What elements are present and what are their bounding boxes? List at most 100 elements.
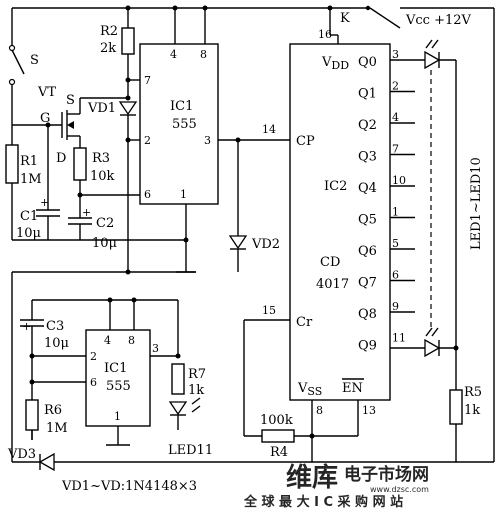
ic1b-pin3: 3 — [152, 342, 159, 355]
vt-source-label: S — [66, 93, 75, 108]
r7-value: 1k — [188, 383, 204, 398]
switch-s-label: S — [30, 53, 39, 68]
vd1-label: VD1 — [87, 101, 116, 116]
ic2-output-pin-q2: 4 — [392, 111, 399, 124]
r5-value: 1k — [464, 403, 480, 418]
ic2-cd4017 — [289, 35, 391, 401]
ic2-output-q4: Q4 — [358, 181, 377, 196]
switch-k-label: K — [340, 11, 350, 26]
ic1-pin8: 8 — [200, 48, 207, 61]
ic2-output-q0: Q0 — [358, 55, 377, 70]
c3-label: C3 — [46, 319, 64, 334]
ic1-type: 555 — [172, 117, 197, 132]
watermark-cn: 电子市场网 — [344, 464, 429, 485]
ic2-en: EN — [342, 381, 363, 396]
r4-label: R4 — [270, 445, 288, 460]
ic2-output-q9: Q9 — [358, 339, 377, 354]
ic2-part: CD — [320, 255, 340, 270]
ic2-cr: Cr — [296, 315, 313, 330]
diode-note: VD1~VD:1N4148×3 — [61, 479, 197, 494]
watermark-brand: 维库 — [286, 462, 338, 493]
ic2-output-pin-q0: 3 — [392, 48, 399, 61]
r2-value: 2k — [100, 41, 116, 56]
watermark-url: www.dzsc.com — [370, 485, 429, 494]
ic2-output-q5: Q5 — [358, 213, 377, 228]
c2-label: C2 — [96, 216, 114, 231]
r5-label: R5 — [464, 385, 482, 400]
watermark: 维库 电子市场网 www.dzsc.com 全 球 最 大 I C 采 购 网 … — [243, 462, 429, 510]
ic2-output-q2: Q2 — [358, 118, 377, 133]
vd3-label: VD3 — [7, 447, 36, 462]
supply-rail — [12, 5, 495, 462]
ic1-pin3: 3 — [204, 134, 211, 147]
ic2-pin8: 8 — [316, 404, 323, 417]
ic2-pin16: 16 — [318, 28, 332, 41]
c2-value: 10μ — [92, 236, 117, 251]
c1-plus: + — [40, 196, 49, 209]
led11-label: LED11 — [168, 443, 213, 458]
r3-c2-network — [68, 147, 140, 240]
c1-label: C1 — [20, 209, 38, 224]
led-range-label: LED1~LED10 — [469, 157, 484, 250]
ic2-output-pin-q3: 7 — [392, 143, 399, 156]
ic2-output-pin-q8: 9 — [392, 300, 399, 313]
c3-plus: + — [22, 320, 31, 333]
r2-label: R2 — [100, 24, 118, 39]
r7-label: R7 — [188, 367, 206, 382]
c2-plus: + — [82, 206, 91, 219]
ic1b-title: IC1 — [104, 361, 127, 376]
r1-value: 1M — [20, 172, 42, 187]
ic1-pin6: 6 — [144, 188, 151, 201]
ic1b-pin8: 8 — [128, 334, 135, 347]
c3-value: 10μ — [44, 336, 69, 351]
ic2-cp: CP — [296, 134, 315, 149]
switch-s — [8, 8, 62, 126]
ic2-vdd: VDD — [321, 55, 349, 72]
ic2-output-pin-q5: 1 — [392, 206, 399, 219]
ic2-output-pin-q6: 5 — [392, 237, 399, 250]
cp-link-vd2 — [228, 137, 290, 272]
ic1-bottom-555 — [11, 272, 238, 472]
vd2-label: VD2 — [251, 237, 280, 252]
r3-value: 10k — [90, 169, 115, 184]
r1-c1-network — [5, 122, 128, 241]
ic2-output-q3: Q3 — [358, 150, 377, 165]
ic2-output-pin-q1: 2 — [392, 80, 399, 93]
ic2-output-pin-q9: 11 — [392, 332, 406, 345]
r3-label: R3 — [92, 151, 110, 166]
r6-label: R6 — [44, 403, 62, 418]
ic2-output-pin-q4: 10 — [392, 174, 406, 187]
vt-drain-label: D — [56, 151, 66, 166]
ic2-part2: 4017 — [316, 277, 349, 292]
ic1-pin7: 7 — [144, 74, 151, 87]
vt-label: VT — [37, 85, 56, 100]
ic2-bottom-wiring — [238, 319, 494, 463]
ic2-output-q7: Q7 — [358, 276, 377, 291]
ic2-output-q1: Q1 — [358, 87, 377, 102]
ic1b-pin1: 1 — [114, 410, 121, 423]
ic1b-pin2: 2 — [90, 350, 97, 363]
ic2-pin14: 14 — [262, 123, 276, 136]
ic1-pin2: 2 — [144, 134, 151, 147]
ic2-output-q6: Q6 — [358, 244, 377, 259]
ic2-vss: VSS — [297, 381, 322, 398]
r4-value: 100k — [260, 413, 293, 428]
vt-gate-label: G — [40, 111, 50, 126]
r6-value: 1M — [46, 421, 68, 436]
ic2-title: IC2 — [324, 179, 347, 194]
ic1b-pin4: 4 — [104, 334, 111, 347]
ic2-output-q8: Q8 — [358, 307, 377, 322]
ic1-top-555 — [12, 8, 238, 275]
ic1-pin4: 4 — [170, 48, 177, 61]
ic2-pin13: 13 — [362, 404, 376, 417]
led-chain — [390, 39, 463, 462]
r2-vd1-branch — [118, 8, 140, 272]
vcc-label: Vcc +12V — [405, 13, 472, 28]
watermark-slogan: 全 球 最 大 I C 采 购 网 站 — [243, 494, 403, 510]
r1-label: R1 — [20, 154, 38, 169]
c1-value: 10μ — [16, 226, 41, 241]
ic1b-pin6: 6 — [90, 376, 97, 389]
ic1b-type: 555 — [106, 379, 131, 394]
